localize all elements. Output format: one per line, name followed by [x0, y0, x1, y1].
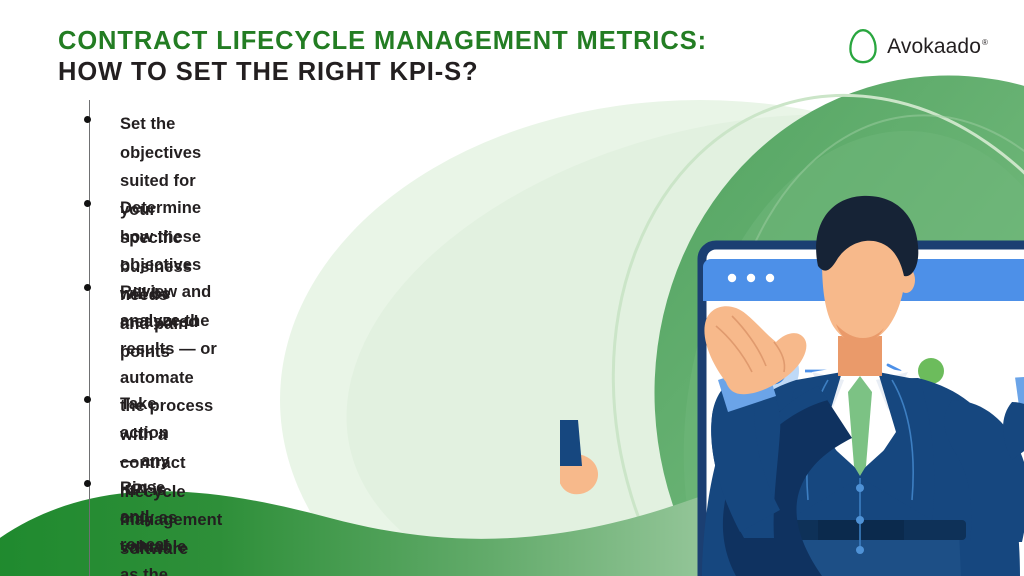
logo-wordmark-text: Avokaado [887, 34, 981, 58]
face [822, 214, 906, 343]
necktie [848, 376, 872, 476]
jacket-button [856, 546, 864, 554]
list-item-label: Review and analyze the results — or auto… [120, 283, 223, 558]
lapel-seam-left [806, 379, 829, 501]
shirt-collar-right [876, 372, 908, 410]
trousers [763, 532, 961, 576]
shirt [812, 364, 908, 472]
raised-arm-cuff [1015, 374, 1024, 408]
timeline-axis [89, 100, 90, 576]
jaw-shadow [836, 324, 884, 345]
timeline-dot-icon [84, 396, 91, 403]
flow-node-green-end [918, 358, 944, 384]
far-sleeve [560, 420, 582, 466]
browser-window-mockup [697, 240, 1024, 576]
timeline-dot-icon [84, 200, 91, 207]
registered-trademark-icon: ® [982, 37, 988, 47]
finger-crease [715, 325, 753, 373]
window-titlebar [703, 259, 1024, 301]
belt-shadow [818, 520, 904, 540]
timeline-dot-icon [84, 116, 91, 123]
flow-node-blue-halo [747, 345, 799, 397]
flow-arrow-vertical-head [765, 463, 781, 479]
window-dot-icon [765, 273, 775, 283]
bg-arc-outline-2 [718, 114, 1024, 576]
suit-jacket [702, 378, 1020, 576]
bg-blob-pale-tilted [346, 114, 1024, 576]
jacket-button [856, 484, 864, 492]
finger-crease [773, 341, 786, 373]
pointing-forearm [711, 376, 781, 538]
avocado-outline-icon [849, 29, 877, 64]
list-item-label: Take action — any KPI is only as valuabl… [120, 395, 187, 576]
hair [816, 195, 919, 277]
jacket-lapel-right [864, 372, 935, 520]
title-line-secondary: How to set the right KPI-s? [58, 58, 479, 86]
pointing-hand [704, 306, 807, 395]
presenter-figure [560, 195, 1024, 576]
presenter-illustration [560, 195, 1024, 576]
flow-arrow-elbow [771, 530, 775, 576]
pointing-forearm-overlay [711, 377, 780, 532]
pointing-arm-sleeve [722, 392, 852, 576]
list-item-label: Rinse and repeat [120, 479, 170, 554]
timeline-dot-icon [84, 284, 91, 291]
neck [838, 336, 882, 376]
bg-arc-outline [611, 93, 1024, 576]
pointing-arm-upper [740, 386, 828, 472]
list-item-label: Set the objectives suited for your speci… [120, 115, 202, 361]
lapel-seam-right [891, 379, 914, 501]
flow-node-blue [759, 357, 787, 385]
jacket-button [856, 516, 864, 524]
raised-arm-forearm [1003, 402, 1024, 460]
raised-arm-sleeve [944, 400, 1024, 542]
brand-logo[interactable]: Avokaado® [848, 28, 988, 64]
flow-node-green-inner [762, 495, 784, 517]
window-outer-frame [697, 240, 1024, 576]
jacket-lapel-left [785, 372, 856, 520]
finger-crease [731, 315, 767, 367]
far-hand [560, 453, 598, 495]
bg-blob-green-mid [683, 130, 1024, 576]
window-dot-icon [727, 273, 737, 283]
list-item-label: Determine how these objectives will be m… [120, 199, 202, 331]
pointing-arm-cuff [718, 364, 776, 412]
bg-blob-pale [280, 100, 1024, 576]
shirt-collar-left [812, 372, 844, 410]
window-dot-icon [746, 273, 756, 283]
logo-wordmark: Avokaado® [887, 36, 988, 57]
flow-node-green-ring [752, 485, 794, 527]
belt [758, 520, 966, 540]
ear [897, 267, 915, 293]
flow-arrow-horizontal-head [886, 363, 902, 379]
page-title: Contract Lifecycle Management Metrics: H… [58, 26, 778, 88]
bg-blob-green [654, 75, 1024, 576]
title-line-primary: Contract Lifecycle Management Metrics: [58, 27, 708, 55]
timeline-dot-icon [84, 480, 91, 487]
